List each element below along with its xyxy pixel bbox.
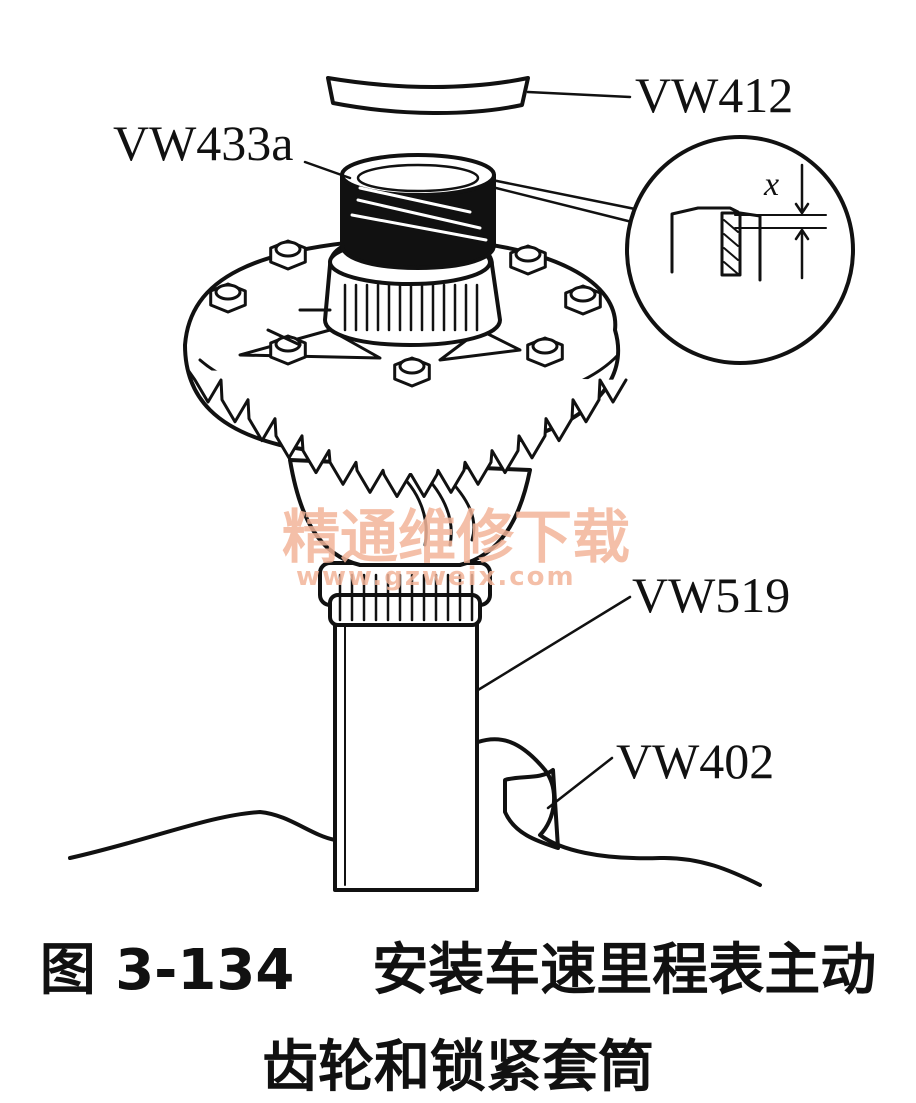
label-x: x [763, 166, 779, 203]
leader-vw519 [476, 595, 632, 692]
leader-vw402 [546, 756, 614, 810]
watermark-url: www.gzweix.com [296, 562, 576, 592]
leader-vw412 [526, 90, 632, 99]
bolt-head [509, 244, 547, 276]
bolt-head [209, 282, 247, 314]
drive-gear-vw433a [340, 153, 496, 270]
shaft-vw519 [333, 613, 479, 892]
bolt-head [526, 336, 564, 368]
differential-housing [288, 458, 532, 567]
bolt-head [393, 356, 431, 388]
flange-bolts [209, 239, 602, 388]
base-contour-left [68, 810, 337, 860]
vw402-tool-body [503, 768, 560, 850]
label-vw412: VW412 [635, 67, 793, 123]
watermark-text: 精通维修下载 [282, 503, 630, 571]
bolt-head [564, 284, 602, 316]
arc-tool-vw412 [326, 76, 530, 115]
leader-detail [490, 178, 642, 224]
label-vw433a: VW433a [113, 115, 294, 171]
label-vw519: VW519 [632, 567, 790, 623]
base-contour-right [476, 737, 762, 887]
leader-vw433a [303, 160, 352, 180]
crown-gear-teeth [186, 368, 628, 498]
detail-circle [625, 135, 855, 365]
bolt-head [269, 239, 307, 271]
caption-line-1: 图 3-134 安装车速里程表主动 [39, 938, 877, 1003]
caption-line-2: 齿轮和锁紧套筒 [262, 1035, 654, 1100]
label-vw402: VW402 [616, 733, 774, 789]
